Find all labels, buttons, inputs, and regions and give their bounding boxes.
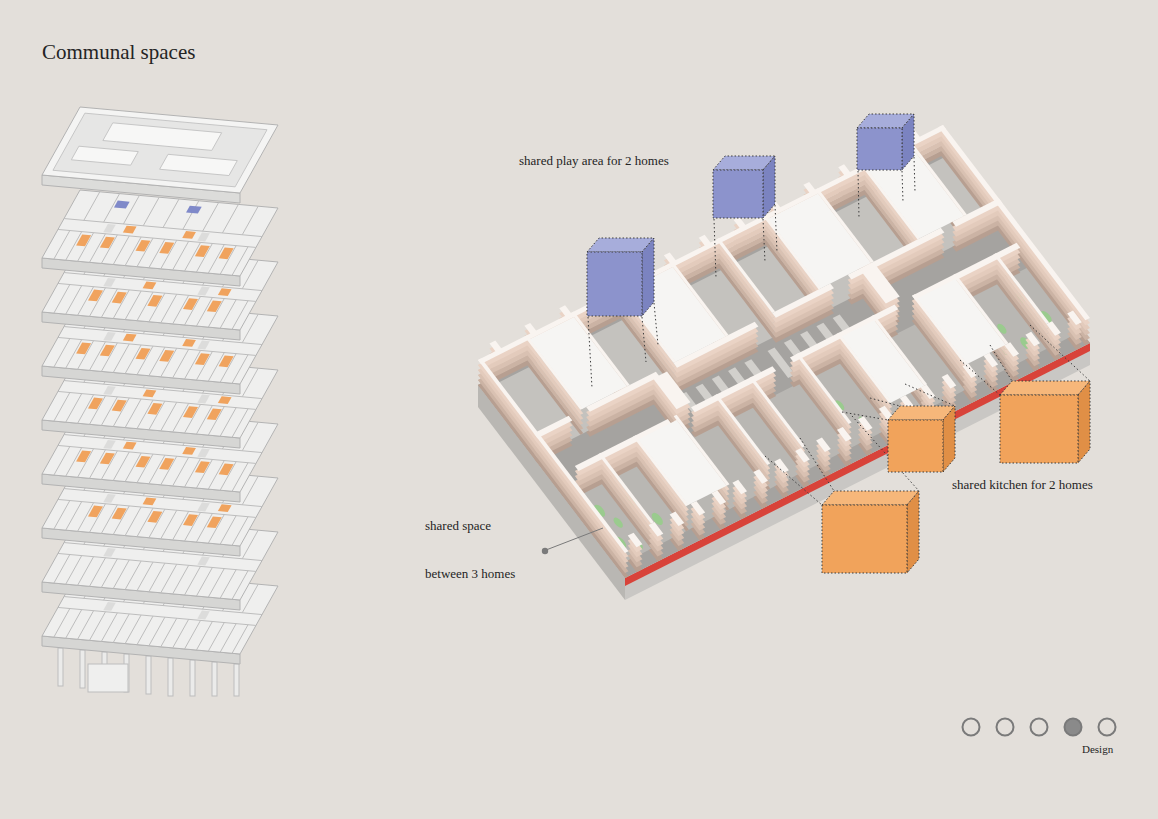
page-title: Communal spaces [42,40,195,65]
kitchen-boxes [765,325,1090,573]
callout-label: shared play area for 2 homes [519,153,669,169]
callout-label: shared kitchen for 2 homes [952,477,1093,493]
section-label: Design [1082,743,1113,756]
floor-plate [446,117,1116,600]
exploded-stack [37,107,284,696]
page-dots [963,719,1116,736]
callout-label: between 3 homes [425,566,515,582]
callout-label: shared space [425,518,491,534]
leader-line [542,528,603,554]
